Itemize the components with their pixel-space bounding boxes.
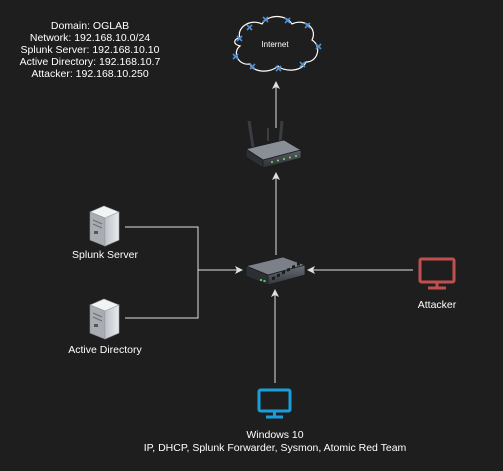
- cloud-connection-points: [232, 16, 322, 72]
- attacker-node: Attacker: [418, 257, 457, 311]
- splunk-server-label: Splunk Server: [72, 249, 138, 261]
- monitor-icon: [257, 388, 292, 419]
- server-icon: [89, 205, 120, 247]
- info-ad-ip: Active Directory: 192.168.10.7: [19, 56, 161, 68]
- info-attacker-ip: Attacker: 192.168.10.250: [31, 68, 149, 80]
- connector-splunk-switch: [125, 226, 243, 274]
- windows-node: Windows 10 IP, DHCP, Splunk Forwarder, S…: [144, 388, 407, 454]
- monitor-icon: [418, 257, 456, 290]
- info-domain: Domain: OGLAB: [50, 20, 130, 32]
- connector-ad-switch: [125, 270, 199, 319]
- server-icon: [89, 298, 120, 340]
- active-directory-label: Active Directory: [68, 344, 142, 356]
- active-directory-node: Active Directory: [68, 298, 143, 356]
- internet-label: Internet: [261, 40, 289, 49]
- router-node: [244, 120, 303, 169]
- attacker-label: Attacker: [418, 299, 457, 311]
- switch-node: [244, 256, 307, 286]
- info-network: Network: 192.168.10.0/24: [29, 32, 151, 44]
- info-splunk-ip: Splunk Server: 192.168.10.10: [20, 44, 160, 56]
- windows-sublabel: IP, DHCP, Splunk Forwarder, Sysmon, Atom…: [144, 442, 407, 454]
- network-info-block: Domain: OGLAB Network: 192.168.10.0/24 S…: [8, 20, 172, 80]
- connectors: [125, 81, 413, 383]
- router-icon: [244, 120, 303, 169]
- splunk-server-node: Splunk Server: [72, 205, 138, 261]
- network-switch-icon: [244, 256, 307, 286]
- cloud-icon: [234, 15, 319, 72]
- windows-label: Windows 10: [246, 429, 303, 441]
- internet-node: Internet: [232, 15, 322, 72]
